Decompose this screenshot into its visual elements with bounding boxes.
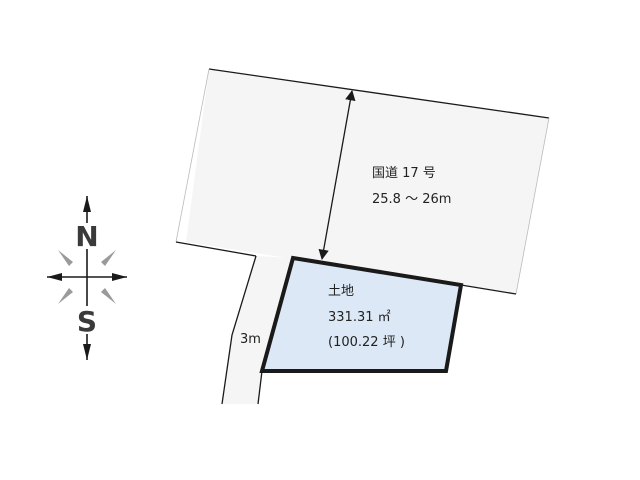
lot-area-sqm: 331.31 ㎡ — [328, 310, 391, 325]
compass-south-arrow-icon — [83, 344, 91, 360]
lot-label: 土地 — [328, 284, 354, 299]
compass-east-arrow-icon — [112, 273, 127, 281]
road-edge-bottom-right — [460, 284, 517, 295]
road-edge-bottom — [175, 241, 257, 257]
side-road-width: 3m — [240, 332, 261, 347]
compass-sw-pointer-icon — [58, 288, 73, 304]
road-name: 国道 17 号 — [372, 166, 436, 181]
compass-se-pointer-icon — [101, 288, 116, 304]
road-width-arrow — [318, 89, 356, 261]
compass-south-label: S — [77, 305, 97, 338]
lot-area-tsubo: (100.22 坪 ) — [328, 335, 405, 350]
compass-ne-pointer-icon — [101, 250, 116, 266]
compass-west-arrow-icon — [47, 273, 62, 281]
side-road-edge-right — [257, 370, 263, 405]
road-edge-right — [515, 117, 550, 295]
road-edge-top — [208, 68, 550, 119]
road-edge-left — [175, 68, 210, 243]
land-lot — [259, 255, 464, 373]
compass-north-arrow-icon — [83, 196, 91, 212]
compass-rose: N S — [47, 196, 127, 360]
compass-north-label: N — [75, 220, 98, 253]
national-road-area — [186, 69, 549, 294]
side-road-area — [222, 256, 293, 404]
side-road-edge-left — [221, 255, 257, 405]
compass-nw-pointer-icon — [58, 250, 73, 266]
road-width: 25.8 ～ 26m — [372, 192, 451, 207]
